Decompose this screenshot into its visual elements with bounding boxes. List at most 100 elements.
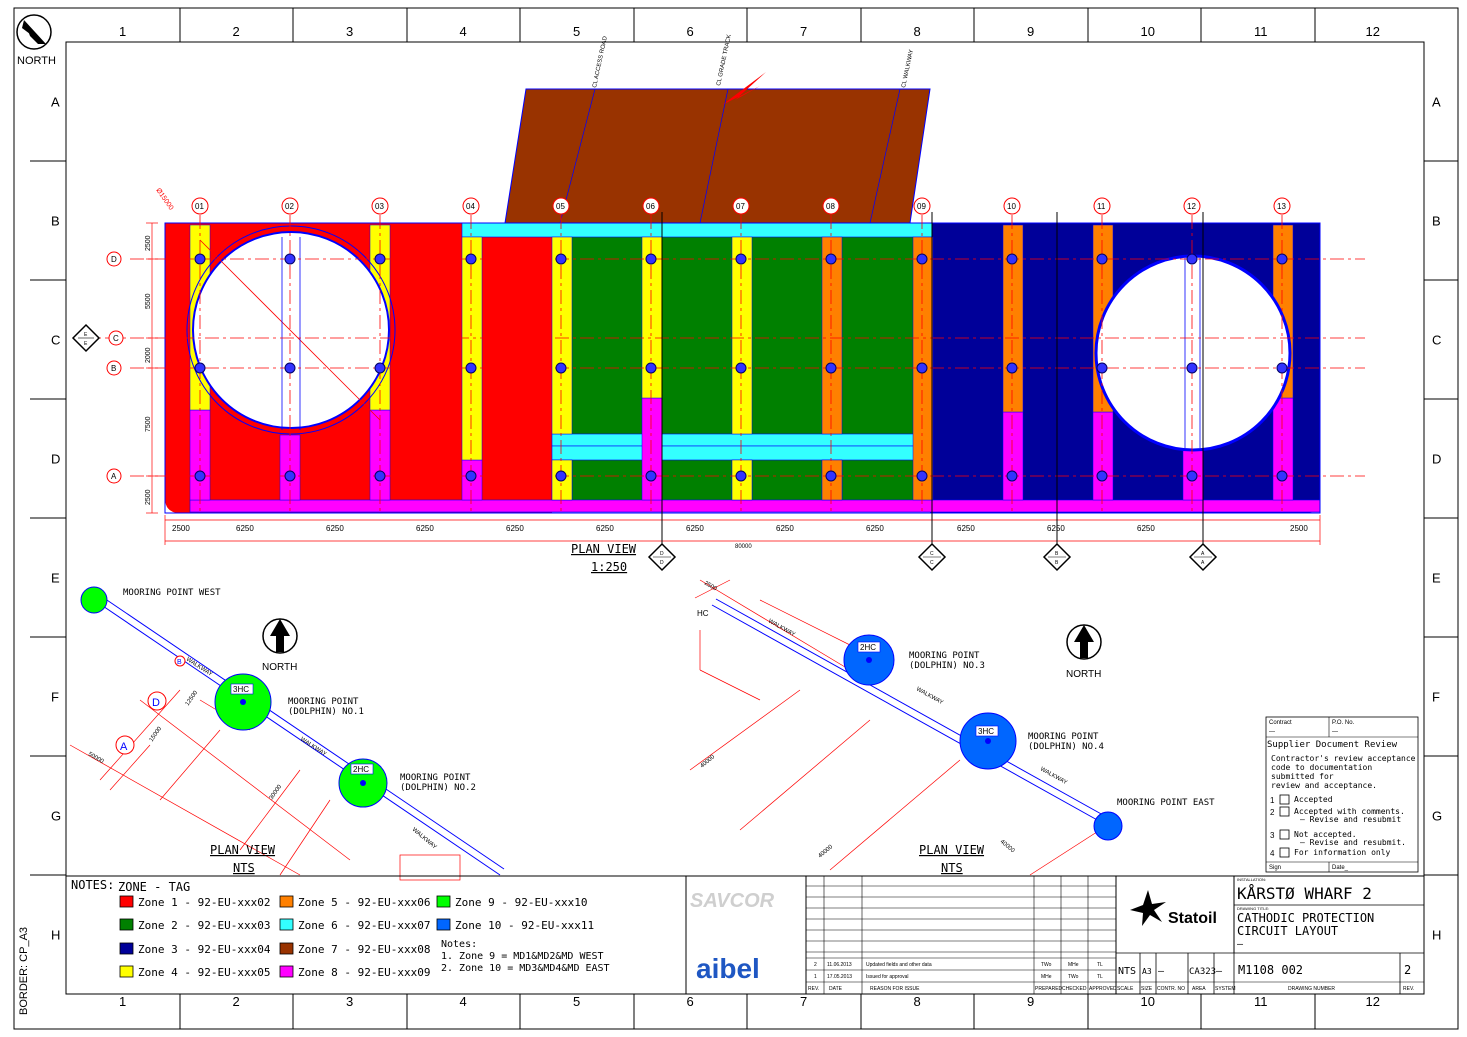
border-col-bottom-1: 1 <box>119 994 126 1009</box>
border-col-top-7: 7 <box>800 24 807 39</box>
circle-label-b: B <box>177 659 182 666</box>
legend-label-10: Zone 10 - 92-EU-xxx11 <box>455 919 594 932</box>
label-dolphin-2a: MOORING POINT <box>400 773 471 783</box>
foot-rev: REV. <box>1403 986 1414 992</box>
grid-bubble-04 <box>462 197 480 215</box>
svg-text:Accepted: Accepted <box>1294 795 1333 804</box>
east-view-title: PLAN VIEW <box>919 843 985 857</box>
east-north-label: NORTH <box>1066 669 1101 680</box>
notes-title: NOTES: <box>71 878 114 892</box>
svg-text:Accepted with comments.: Accepted with comments. <box>1294 807 1405 816</box>
rev-header-rev: REV. <box>808 986 819 992</box>
vdim-1: 5500 <box>145 293 152 309</box>
grid-label-13: 13 <box>1277 202 1286 211</box>
hdim-11: 6250 <box>1137 524 1155 533</box>
drawing-title-1: CATHODIC PROTECTION <box>1237 911 1374 925</box>
svg-text:D: D <box>660 560 664 566</box>
aibel-logo: aibel <box>696 953 760 984</box>
legend-label-6: Zone 6 - 92-EU-xxx07 <box>298 919 430 932</box>
rev-2-date: 11.06.2013 <box>827 962 852 968</box>
grid-bubble-09 <box>913 197 931 215</box>
area-value: CA323 <box>1189 967 1216 977</box>
review-po-value: — <box>1332 729 1338 735</box>
border-row-left-H: H <box>51 928 60 943</box>
border-row-right-A: A <box>1432 95 1441 110</box>
row-label-C: C <box>113 334 119 343</box>
legend-label-1: Zone 1 - 92-EU-xxx02 <box>138 896 270 909</box>
review-sign: Sign <box>1269 865 1281 871</box>
legend-notes-head: Notes: <box>441 939 477 950</box>
west-north-label: NORTH <box>262 662 297 673</box>
hdim-5: 6250 <box>596 524 614 533</box>
review-checkbox-1[interactable] <box>1279 794 1290 805</box>
svg-text:Not accepted.: Not accepted. <box>1294 830 1357 839</box>
west-nts-view: 3HC 2HC MOORING POINT WEST MOORING POINT… <box>69 586 505 881</box>
hdim-2: 6250 <box>326 524 344 533</box>
zone-6-top-beam <box>461 222 933 238</box>
cl-walkway: CL WALKWAY <box>901 49 915 88</box>
border-row-left-G: G <box>51 809 61 824</box>
svg-text:A: A <box>1201 551 1205 557</box>
row-bubble-C <box>108 330 124 346</box>
border-row-left-D: D <box>51 452 60 467</box>
walkway-w1: WALKWAY <box>185 657 213 678</box>
border-row-left-A: A <box>51 95 60 110</box>
row-label-A: A <box>111 472 117 481</box>
walkway-w3: WALKWAY <box>411 827 438 851</box>
border-col-bottom-11: 11 <box>1254 994 1268 1009</box>
legend-swatch-2 <box>119 918 134 931</box>
grid-label-05: 05 <box>556 202 565 211</box>
review-checkbox-3[interactable] <box>1279 829 1290 840</box>
rev-value: 2 <box>1404 963 1411 977</box>
legend-swatch-10 <box>436 918 451 931</box>
legend-note-1: 1. Zone 9 = MD1&MD2&MD WEST <box>441 951 604 962</box>
grid-label-10: 10 <box>1007 202 1016 211</box>
circle-opening-west <box>192 231 390 429</box>
review-checkbox-2[interactable] <box>1279 806 1290 817</box>
east-nts-view: 2HC 3HC MOORING POINT (DOLPHIN) NO.3 MOO… <box>689 579 1215 876</box>
border-col-top-1: 1 <box>119 24 126 39</box>
dim-40000-e1: 40000 <box>699 754 716 770</box>
legend-swatch-5 <box>279 895 294 908</box>
legend-label-2: Zone 2 - 92-EU-xxx03 <box>138 919 270 932</box>
legend-swatch-9 <box>436 895 451 908</box>
label-dolphin-4a: MOORING POINT <box>1028 732 1099 742</box>
walkway-e3: WALKWAY <box>1039 767 1068 787</box>
vdim-0: 2500 <box>145 235 152 251</box>
grid-bubble-05 <box>552 197 570 215</box>
grid-bubble-11 <box>1093 197 1111 215</box>
svg-text:C: C <box>930 551 934 557</box>
grid-bubble-08 <box>822 197 840 215</box>
legend-label-5: Zone 5 - 92-EU-xxx06 <box>298 896 430 909</box>
border-col-top-12: 12 <box>1366 24 1380 39</box>
review-contract-label: Contract <box>1269 720 1292 726</box>
revision-table <box>806 876 1424 994</box>
rev-1-reason: Issued for approval <box>866 974 909 980</box>
border-col-top-8: 8 <box>914 24 921 39</box>
legend-swatch-7 <box>279 942 294 955</box>
rev-header-prepared: PREPARED <box>1035 986 1063 992</box>
cl-access-road: CL ACCESS ROAD <box>592 35 609 88</box>
border-col-top-4: 4 <box>460 24 467 39</box>
tag-2hc-d3: 2HC <box>860 643 876 652</box>
border-row-left-B: B <box>51 214 60 229</box>
rev-1-number: 1 <box>814 974 817 980</box>
installation-label: INSTALLATION: <box>1237 877 1266 882</box>
zone-6-mid-beam-1 <box>551 433 915 447</box>
legend-label-8: Zone 8 - 92-EU-xxx09 <box>298 966 430 979</box>
svg-text:— Revise and resubmit.: — Revise and resubmit. <box>1300 838 1406 847</box>
dim-40000-e3: 40000 <box>999 839 1016 855</box>
vdim-3: 7500 <box>145 416 152 432</box>
svg-text:C: C <box>930 560 934 566</box>
grid-label-07: 07 <box>736 202 745 211</box>
review-checkbox-4[interactable] <box>1279 847 1290 858</box>
contr-value: — <box>1158 966 1165 977</box>
border-col-top-6: 6 <box>687 24 694 39</box>
row-bubble-A <box>106 468 122 484</box>
dim-50000: 50000 <box>87 752 105 766</box>
row-label-D: D <box>111 255 117 264</box>
hdim-9: 6250 <box>957 524 975 533</box>
border-col-top-11: 11 <box>1254 24 1268 39</box>
label-dolphin-1b: (DOLPHIN) NO.1 <box>288 707 364 717</box>
